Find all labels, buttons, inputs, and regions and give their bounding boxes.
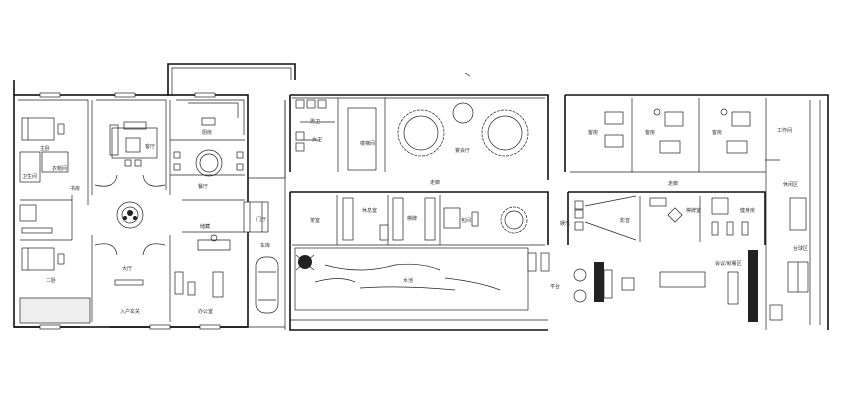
pool (294, 247, 550, 311)
garage (248, 100, 286, 330)
label-theater: 影音 (620, 217, 630, 224)
bathtub (19, 204, 37, 222)
label-mahjong: 棋牌室 (686, 207, 701, 214)
windows (39, 92, 221, 330)
left-wing (13, 80, 269, 330)
label-rest2: 棋牌 (407, 215, 417, 222)
label-tea-room: 茶室 (310, 217, 320, 224)
single-beds (342, 197, 436, 241)
label-second-bedroom: 二卧 (46, 277, 56, 284)
label-rest1: 休息室 (362, 207, 377, 214)
bed-icon (21, 247, 65, 271)
label-rec: 娱乐 (560, 220, 570, 227)
label-office: 办公室 (198, 308, 213, 315)
label-lobby: 门厅 (256, 216, 266, 223)
toilets (295, 99, 327, 152)
stair (243, 201, 269, 233)
label-closet: 衣帽间 (52, 165, 67, 172)
label-guest1: 客房 (588, 129, 598, 136)
planter (19, 297, 91, 324)
label-hall: 大厅 (122, 265, 132, 272)
label-storage: 储藏 (200, 223, 210, 230)
label-vip-dining: 包间 (461, 217, 471, 224)
label-staff: 工作间 (777, 127, 792, 134)
banquet-table (397, 102, 529, 157)
bathroom (19, 151, 41, 183)
palm-plant-icon (295, 254, 315, 271)
label-study: 书房 (70, 185, 80, 192)
guest-room-beds (604, 108, 751, 154)
middle-wing (289, 94, 550, 331)
label-toilet-m: 男卫 (310, 119, 320, 125)
label-entrance: 入户玄关 (120, 308, 140, 315)
round-dining-table (173, 149, 244, 177)
hall-medallion (94, 174, 166, 256)
label-terrace: 平台 (550, 283, 560, 290)
label-master-bedroom: 主卧 (40, 145, 50, 152)
label-guest2: 客房 (645, 129, 655, 136)
label-pool: 水池 (403, 277, 413, 284)
label-bath1: 卫生间 (22, 173, 37, 180)
room-labels: 主卧 衣帽间 卫生间 书房 二卧 客厅 餐厅 厨房 储藏 大厅 入户玄关 办公室… (22, 119, 808, 315)
label-banquet: 宴会厅 (455, 147, 470, 154)
sofa-set-icon (109, 121, 158, 167)
label-guest3: 客房 (712, 129, 722, 136)
theater-seats (574, 195, 637, 241)
label-dining: 餐厅 (198, 183, 208, 190)
stage (347, 107, 377, 171)
label-salon: 休闲区 (783, 181, 798, 188)
lounge-furniture (573, 250, 758, 322)
vip-dining-table (443, 206, 528, 234)
label-corridor-a: 走廊 (430, 179, 440, 186)
label-billiard: 台球区 (793, 245, 808, 252)
console-table (114, 279, 144, 286)
label-stair: 楼梯间 (360, 140, 375, 147)
label-kitchen: 厨房 (202, 129, 212, 136)
gym-equipment (711, 197, 749, 236)
right-wing (564, 94, 829, 330)
label-living-room: 客厅 (145, 143, 155, 150)
car-icon (255, 256, 279, 314)
label-gym: 健身房 (740, 207, 755, 214)
label-corridor-b: 走廊 (668, 180, 678, 187)
office-desk (174, 234, 231, 298)
bed-icon (21, 117, 65, 141)
closet (41, 151, 69, 173)
label-toilet-f: 女卫 (312, 136, 322, 143)
label-garage: 车库 (260, 242, 270, 249)
billiard-table (787, 197, 809, 293)
mahjong-table (649, 197, 683, 223)
label-meeting: 会议/就餐区 (715, 260, 742, 267)
